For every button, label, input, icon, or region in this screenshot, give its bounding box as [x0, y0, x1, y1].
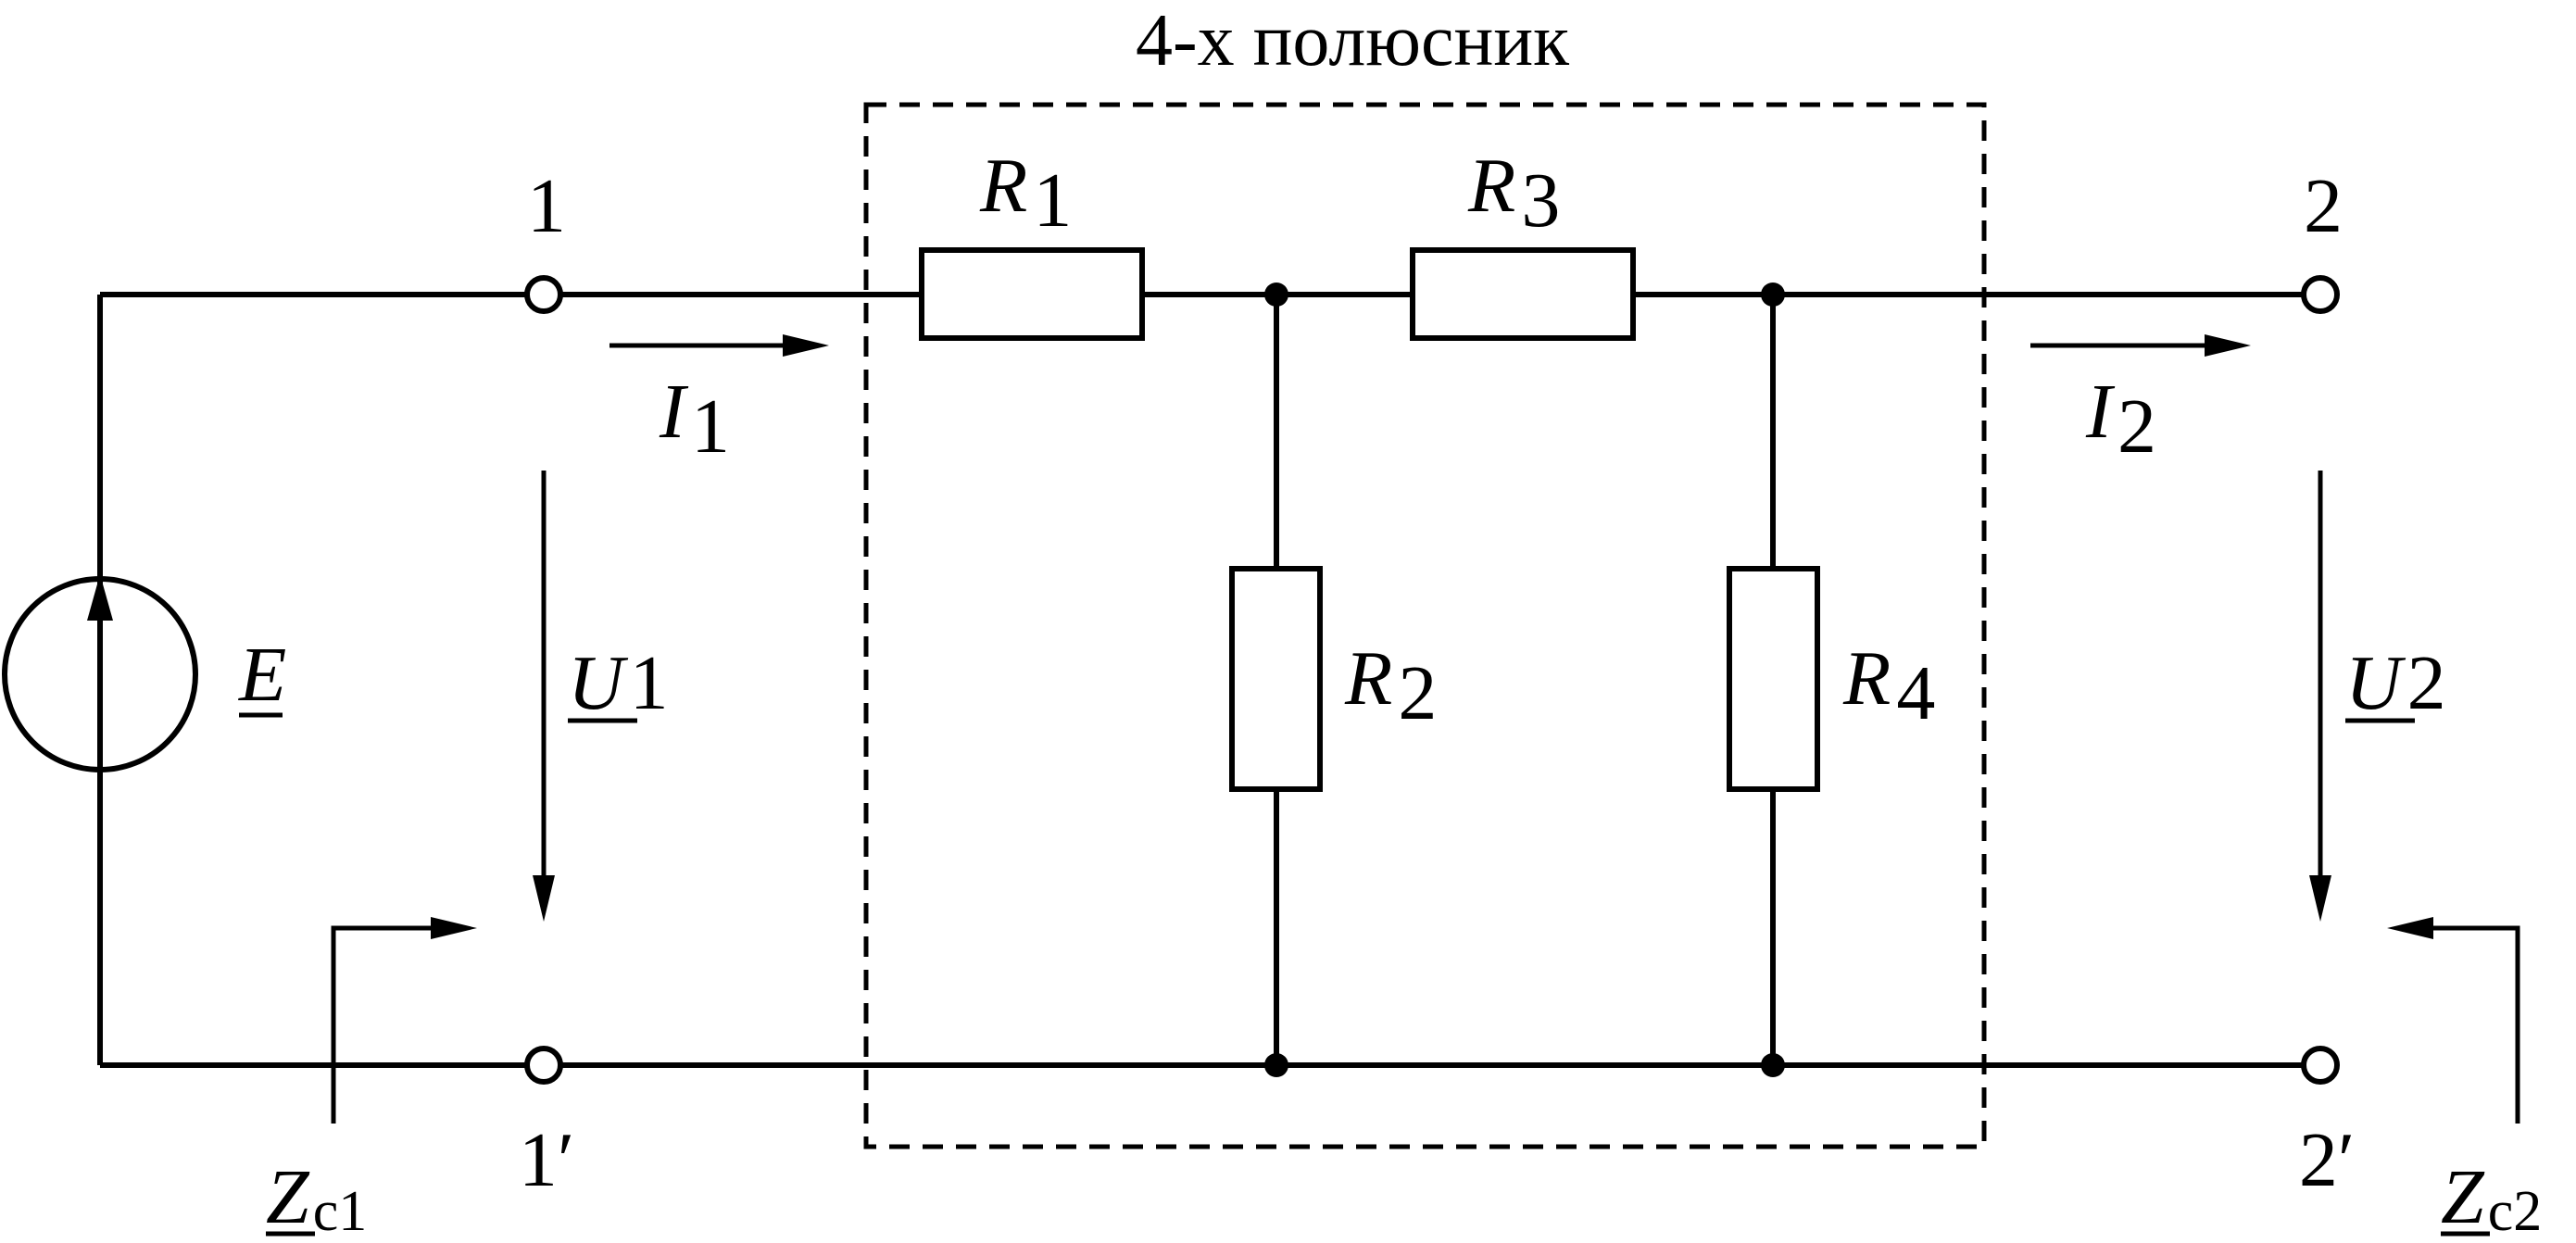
- current-i1-arrow: [609, 334, 829, 357]
- resistor-r1: [919, 247, 1145, 341]
- r1-label: R1: [979, 143, 1072, 244]
- voltage-u2-arrow: [2309, 471, 2331, 922]
- i1-label: I1: [659, 369, 730, 470]
- zc1-label: Zc1: [266, 1154, 367, 1243]
- r4-label: R4: [1842, 635, 1935, 736]
- voltage-u1-arrow: [533, 471, 555, 922]
- resistor-r2: [1229, 566, 1323, 792]
- zc2-indicator: [2387, 917, 2520, 1124]
- four-pole-title: 4-х полюсник: [1136, 0, 1569, 82]
- terminal-1-prime: [524, 1046, 563, 1085]
- zc1-indicator: [331, 917, 477, 1124]
- four-pole-boundary: [863, 102, 1987, 1149]
- terminal-2-prime-label: 2′: [2299, 1117, 2355, 1203]
- terminal-2-label: 2: [2304, 163, 2343, 249]
- r2-label: R2: [1344, 635, 1437, 736]
- current-i2-arrow: [2030, 334, 2251, 357]
- resistor-r3: [1410, 247, 1636, 341]
- u2-label: U2: [2345, 640, 2446, 726]
- terminal-1: [524, 275, 563, 314]
- junction-node: [1264, 282, 1288, 307]
- junction-node: [1761, 1053, 1785, 1077]
- zc2-label: Zc2: [2441, 1154, 2542, 1243]
- i2-label: I2: [2085, 369, 2156, 470]
- voltage-source: [2, 574, 198, 772]
- junction-node: [1264, 1053, 1288, 1077]
- terminal-1-prime-label: 1′: [519, 1117, 574, 1203]
- u1-label: U1: [568, 640, 669, 726]
- source-e-label: E: [238, 632, 286, 718]
- terminal-1-label: 1: [527, 163, 566, 249]
- r3-label: R3: [1467, 143, 1560, 244]
- resistor-r4: [1727, 566, 1820, 792]
- wires: [97, 292, 2305, 1068]
- junction-node: [1761, 282, 1785, 307]
- terminal-2-prime: [2301, 1046, 2340, 1085]
- terminal-2: [2301, 275, 2340, 314]
